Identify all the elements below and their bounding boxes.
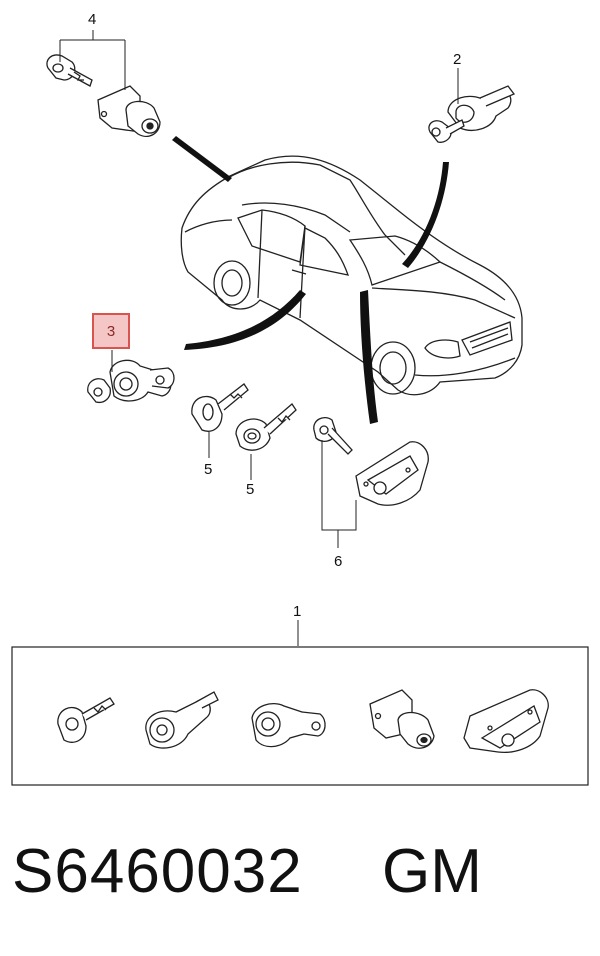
trunk-lock-assembly (46, 54, 161, 137)
callout-3-highlighted[interactable]: 3 (92, 313, 130, 349)
callout-4: 4 (88, 11, 97, 28)
set-ignition-cylinder (145, 691, 219, 749)
callout-1: 1 (293, 603, 302, 620)
callout-6: 6 (334, 553, 343, 570)
door-lock-assembly (87, 359, 175, 404)
key-part-5a (191, 383, 249, 432)
glovebox-lock-assembly (313, 416, 429, 506)
part-number: S6460032 (12, 837, 303, 906)
callout-5b: 5 (246, 481, 255, 498)
key-part-5b (235, 403, 297, 451)
set-trunk-lock (369, 689, 435, 749)
set-glovebox-lock (463, 689, 549, 754)
callout-2: 2 (453, 51, 462, 68)
pointer-lines (172, 136, 449, 424)
pointer-line-ignition-lower (360, 290, 378, 424)
callout-4-bracket (59, 30, 126, 90)
pointer-line-door (184, 290, 306, 350)
set-key (57, 697, 115, 743)
set-door-cylinder (251, 703, 326, 748)
callout-5a: 5 (204, 461, 213, 478)
brand-label: GM (382, 837, 482, 906)
pointer-line-ignition (402, 162, 449, 268)
lock-set-items (57, 689, 549, 754)
ignition-lock-assembly (428, 85, 516, 143)
pointer-line-trunk (172, 136, 232, 182)
callout-6-bracket (321, 440, 357, 548)
lock-set-box (11, 620, 589, 786)
car-illustration (180, 155, 523, 396)
